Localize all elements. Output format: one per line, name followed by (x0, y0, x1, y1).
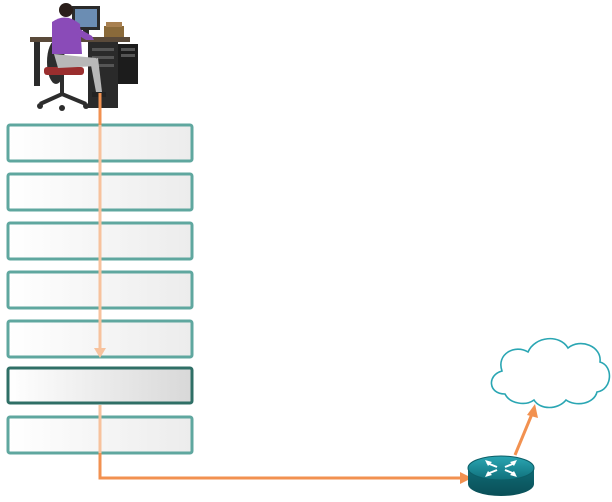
router-icon (467, 455, 535, 496)
right-arrow-icon (460, 472, 472, 484)
data-flow-path (94, 93, 472, 484)
cloud-icon (490, 337, 611, 409)
user-at-computer-icon (30, 3, 138, 111)
up-arrow-icon (527, 404, 538, 418)
router-cloud-link (513, 404, 538, 456)
down-arrow-icon (94, 348, 106, 358)
layer-box-active (6, 366, 194, 405)
